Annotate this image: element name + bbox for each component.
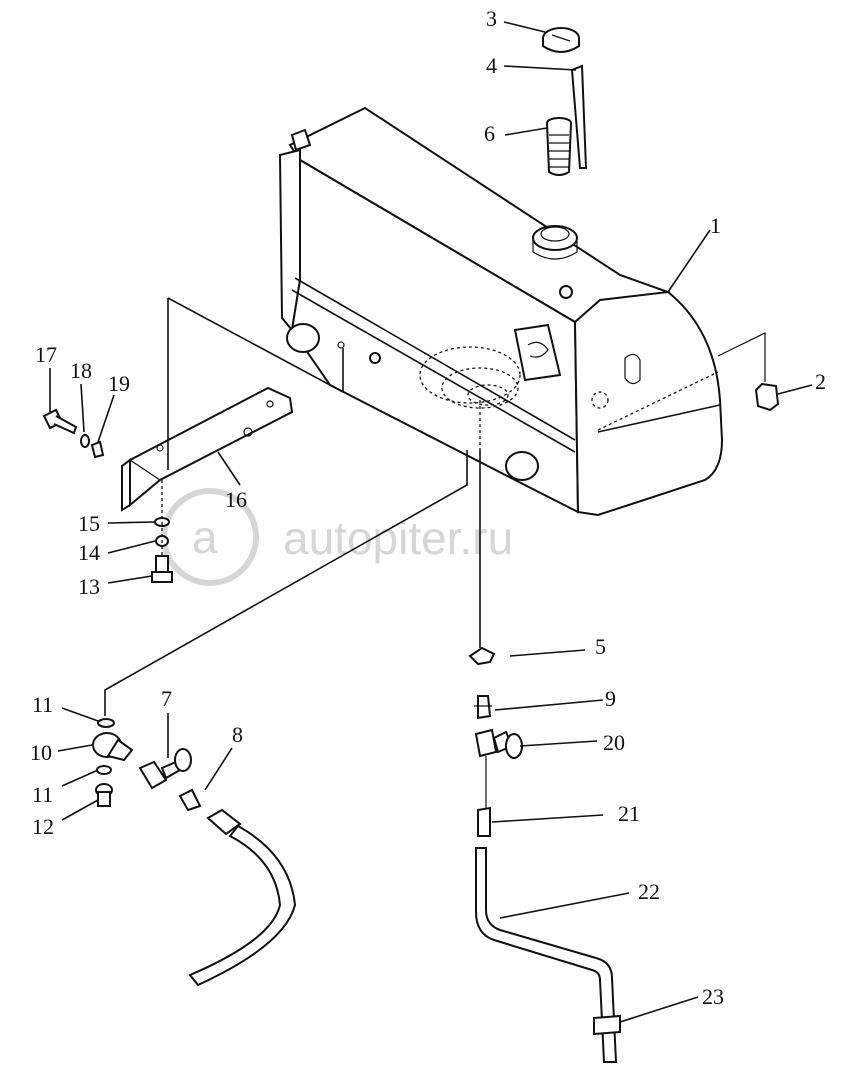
callout-22: 22	[638, 879, 660, 904]
callout-21: 21	[618, 801, 640, 826]
callout-7: 7	[161, 686, 172, 711]
clamp-23	[593, 1014, 621, 1036]
fuel-hose	[188, 808, 297, 987]
watermark-logo-letter: a	[192, 511, 218, 563]
mounting-bracket	[121, 386, 294, 512]
callout-2: 2	[815, 369, 826, 394]
watermark: a autopiter.ru	[161, 488, 513, 586]
bracket-leader-upper	[167, 297, 344, 393]
drain-plug	[754, 382, 780, 412]
fuel-line-left	[104, 450, 468, 716]
connector-8	[178, 788, 202, 812]
callout-1: 1	[710, 213, 721, 238]
callout-11-lower: 11	[32, 782, 53, 807]
callout-5: 5	[595, 634, 606, 659]
callout-14: 14	[78, 540, 100, 565]
elbow-9	[474, 695, 492, 720]
drain-pipe-22	[475, 847, 618, 1063]
callout-10: 10	[30, 740, 52, 765]
callout-13: 13	[78, 574, 100, 599]
callout-4: 4	[486, 53, 497, 78]
gasket-5	[468, 646, 496, 666]
callout-12: 12	[32, 814, 54, 839]
callout-leaders	[49, 21, 813, 1023]
bolt-17	[42, 408, 78, 435]
callout-6: 6	[484, 121, 495, 146]
callout-16: 16	[225, 487, 247, 512]
watermark-text: autopiter.ru	[283, 512, 513, 564]
drain-valve-20	[474, 728, 523, 759]
bolt-13	[151, 555, 173, 583]
filler-cap	[542, 27, 580, 53]
banjo-bolt-12	[95, 783, 113, 807]
callout-9: 9	[605, 686, 616, 711]
banjo-fitting-10	[92, 732, 134, 762]
valve-7	[138, 748, 192, 790]
seal-11-upper	[97, 718, 115, 728]
washer-18	[80, 434, 90, 448]
callout-labels: 1 2 3 4 5 6 7 8 9 10 11 11 12 13 14 15 1…	[30, 6, 826, 1009]
callout-8: 8	[232, 722, 243, 747]
callout-20: 20	[603, 730, 625, 755]
nut-19	[90, 440, 105, 459]
strainer	[546, 117, 572, 176]
fuel-tank	[278, 106, 724, 517]
callout-11-upper: 11	[32, 692, 53, 717]
callout-17: 17	[35, 342, 57, 367]
seal-11-lower	[96, 765, 112, 775]
level-rod	[570, 64, 588, 169]
callout-19: 19	[108, 371, 130, 396]
callout-3: 3	[486, 6, 497, 31]
nipple-21	[477, 806, 491, 837]
callout-18: 18	[70, 358, 92, 383]
callout-15: 15	[78, 511, 100, 536]
callout-23: 23	[702, 984, 724, 1009]
